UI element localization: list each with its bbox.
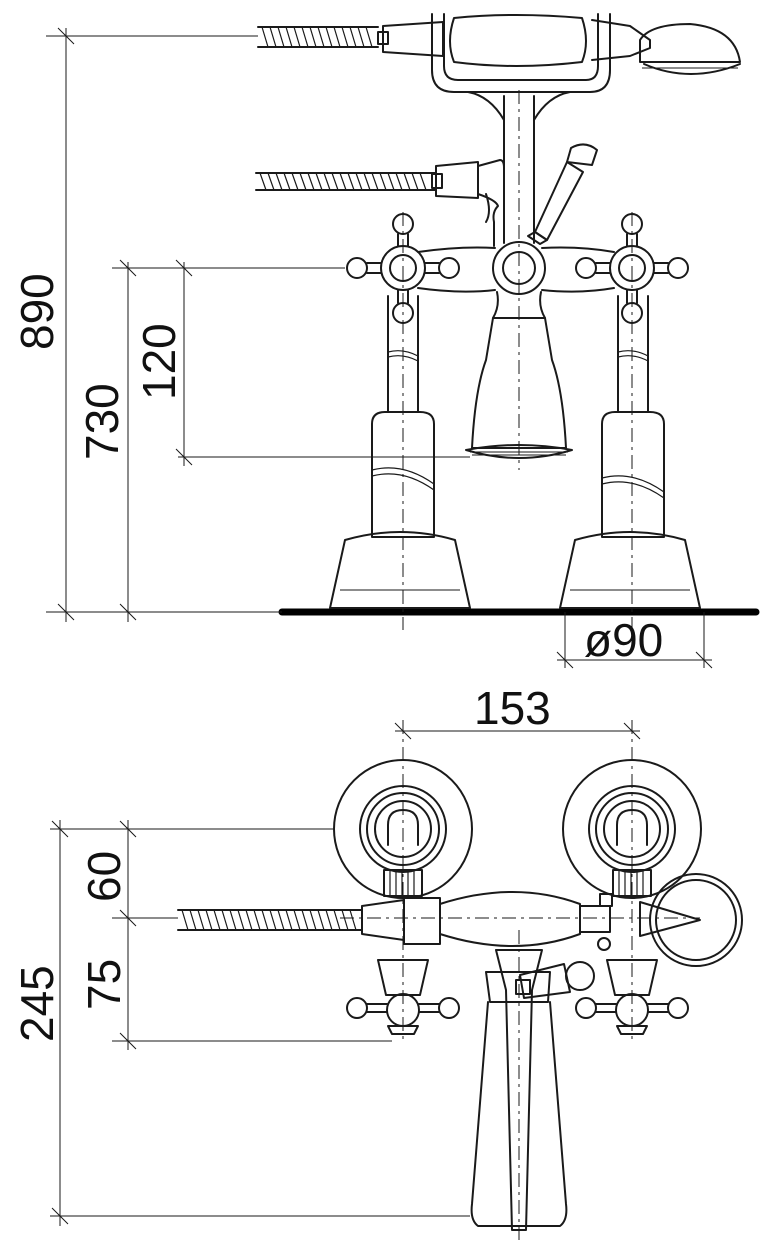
right-cross-handle bbox=[575, 213, 689, 324]
dim-60-label: 60 bbox=[78, 851, 130, 902]
plan-left-handle bbox=[346, 959, 460, 1035]
right-base bbox=[559, 531, 701, 609]
dim-120-label: 120 bbox=[133, 323, 185, 400]
diverter-lever bbox=[527, 143, 598, 245]
right-shroud bbox=[601, 411, 665, 538]
crossbar bbox=[417, 246, 615, 293]
dim-730-label: 730 bbox=[76, 383, 128, 460]
lower-hose bbox=[255, 159, 505, 247]
dim-75-label: 75 bbox=[78, 959, 130, 1010]
plan-spout bbox=[470, 949, 595, 1231]
upper-hose bbox=[257, 26, 379, 48]
dim-890-label: 890 bbox=[11, 273, 63, 350]
dimension-plan bbox=[50, 722, 641, 1226]
right-riser bbox=[617, 295, 649, 413]
left-base bbox=[329, 531, 471, 609]
dim-90-label: ø90 bbox=[584, 614, 663, 666]
plan-view bbox=[50, 720, 743, 1240]
plan-handshower bbox=[361, 873, 743, 967]
left-riser bbox=[387, 295, 419, 413]
plan-hose bbox=[177, 909, 363, 931]
right-escutcheon bbox=[562, 759, 702, 899]
spout-body bbox=[465, 91, 573, 459]
handshower-cradle bbox=[431, 13, 611, 93]
front-elevation bbox=[46, 13, 760, 669]
left-cross-handle bbox=[346, 213, 460, 324]
dim-245-label: 245 bbox=[11, 965, 63, 1042]
dimension-front bbox=[46, 27, 713, 669]
dim-153-label: 153 bbox=[474, 682, 551, 734]
hand-shower bbox=[377, 14, 741, 75]
left-shroud bbox=[371, 411, 435, 538]
plan-right-handle bbox=[575, 959, 689, 1035]
